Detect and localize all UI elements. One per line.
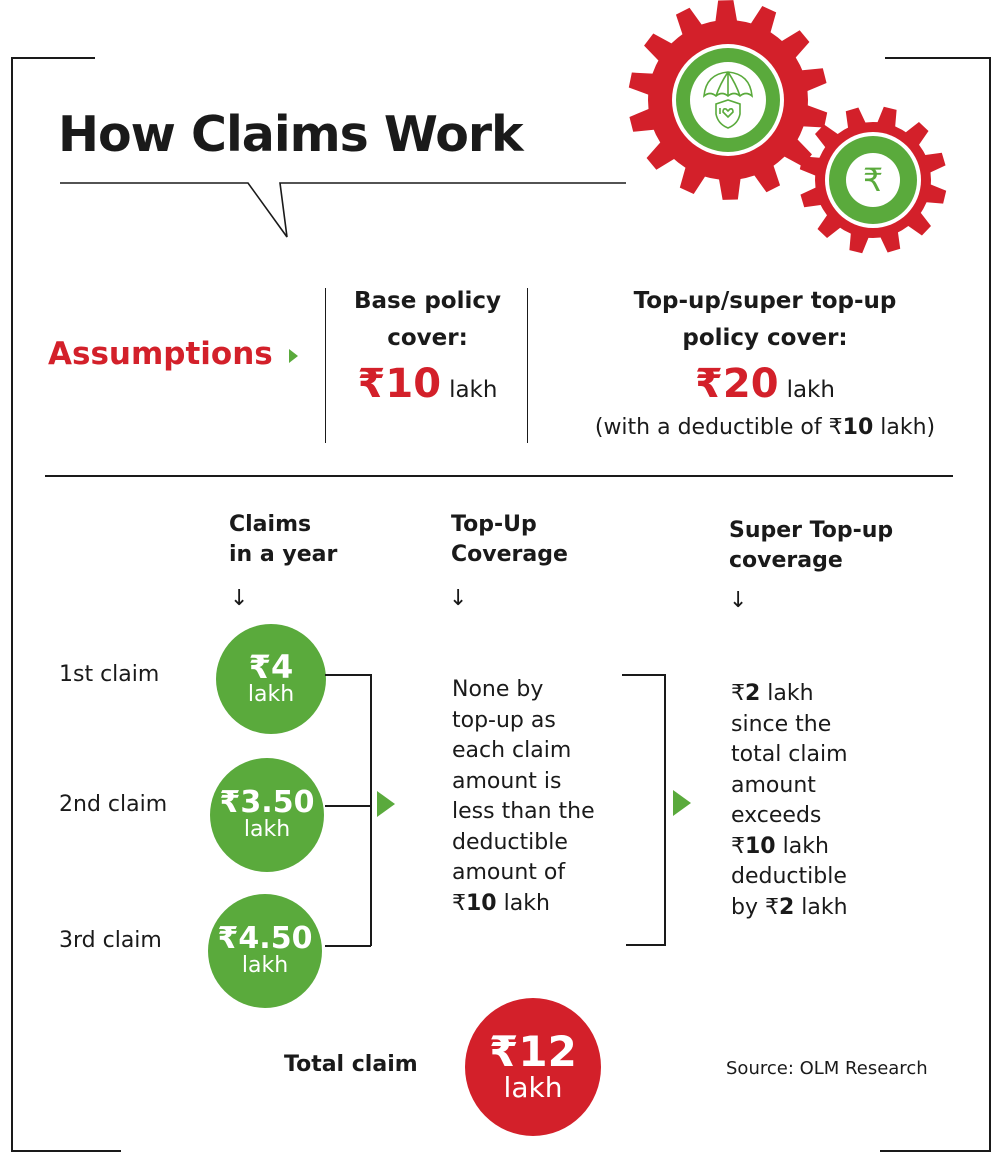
topup-heading: Top-Up Coverage bbox=[451, 512, 568, 567]
topup-policy-unit: lakh bbox=[786, 377, 835, 403]
claim-amount-1: ₹4 bbox=[248, 647, 294, 686]
bracket-claims-mid bbox=[325, 805, 371, 807]
frame-bottom-left bbox=[11, 1150, 121, 1152]
base-policy-heading-2: cover: bbox=[387, 325, 468, 351]
claims-down-arrow-icon: ↓ bbox=[230, 586, 249, 611]
claim-unit-2: lakh bbox=[243, 816, 291, 842]
total-claim-circle: ₹12 lakh bbox=[465, 998, 601, 1136]
claim-label-3: 3rd claim bbox=[59, 928, 162, 953]
claim-amount-3: ₹4.50 bbox=[217, 920, 313, 956]
claim-label-2: 2nd claim bbox=[59, 792, 168, 817]
topup-policy-heading-1: Top-up/super top-up bbox=[633, 288, 897, 314]
umbrella-shield-icon bbox=[703, 71, 753, 129]
page-title: How Claims Work bbox=[58, 106, 524, 163]
base-policy-heading-1: Base policy bbox=[353, 288, 501, 314]
super-topup-down-arrow-icon: ↓ bbox=[729, 588, 748, 613]
assumptions-label: Assumptions bbox=[48, 336, 273, 372]
claims-heading: Claims in a year bbox=[229, 512, 338, 567]
speech-bubble-line bbox=[60, 182, 626, 238]
frame-bottom-right bbox=[880, 1150, 991, 1152]
frame-top-left bbox=[11, 57, 95, 59]
claim-circle-2: ₹3.50 lakh bbox=[210, 758, 324, 872]
claim-circle-1: ₹4 lakh bbox=[216, 624, 326, 734]
base-policy-unit: lakh bbox=[449, 377, 498, 403]
deductible-note: (with a deductible of ₹10 lakh) bbox=[594, 415, 936, 440]
claim-unit-3: lakh bbox=[241, 952, 289, 978]
bracket-topup-vertical bbox=[664, 674, 666, 946]
total-claim-unit: lakh bbox=[503, 1070, 563, 1104]
bracket-topup-top bbox=[622, 674, 665, 676]
bracket-topup-bottom bbox=[626, 944, 665, 946]
total-claim-amount: ₹12 bbox=[489, 1026, 577, 1076]
topup-policy-cover: Top-up/super top-up policy cover: ₹20 la… bbox=[545, 283, 985, 443]
total-claim-label: Total claim bbox=[284, 1052, 418, 1077]
rupee-icon: ₹ bbox=[863, 161, 883, 199]
gears-illustration: ₹ bbox=[628, 0, 947, 254]
source-credit: Source: OLM Research bbox=[726, 1058, 928, 1079]
divider-vertical-1 bbox=[325, 288, 326, 443]
frame-left bbox=[11, 57, 13, 1152]
base-policy-cover: Base policy cover: ₹10 lakh bbox=[330, 283, 525, 413]
frame-top-right bbox=[885, 57, 991, 59]
topup-down-arrow-icon: ↓ bbox=[449, 586, 468, 611]
claims-to-topup-arrow-icon bbox=[377, 791, 395, 817]
topup-explanation: None by top-up as each claim amount is l… bbox=[452, 677, 595, 916]
divider-vertical-2 bbox=[527, 288, 528, 443]
section-divider bbox=[45, 475, 953, 477]
base-policy-amount: ₹10 bbox=[357, 361, 442, 407]
gear-rupee-icon: ₹ bbox=[799, 106, 947, 254]
super-topup-explanation: ₹2 lakh since the total claim amount exc… bbox=[731, 681, 848, 920]
claim-amount-2: ₹3.50 bbox=[219, 784, 315, 820]
gear-umbrella-shield-icon bbox=[628, 0, 828, 200]
claim-circle-3: ₹4.50 lakh bbox=[208, 894, 322, 1008]
topup-policy-heading-2: policy cover: bbox=[682, 325, 848, 351]
assumptions-arrow-icon bbox=[289, 349, 298, 363]
topup-to-super-arrow-icon bbox=[673, 790, 691, 816]
bracket-claims-vertical bbox=[370, 674, 372, 946]
claim-unit-1: lakh bbox=[247, 681, 295, 707]
frame-right bbox=[989, 57, 991, 1152]
bracket-claims-top bbox=[325, 674, 371, 676]
bracket-claims-bottom bbox=[325, 945, 371, 947]
super-topup-heading: Super Top-up coverage bbox=[729, 518, 894, 573]
topup-policy-amount: ₹20 bbox=[695, 361, 779, 407]
claim-label-1: 1st claim bbox=[59, 662, 160, 687]
